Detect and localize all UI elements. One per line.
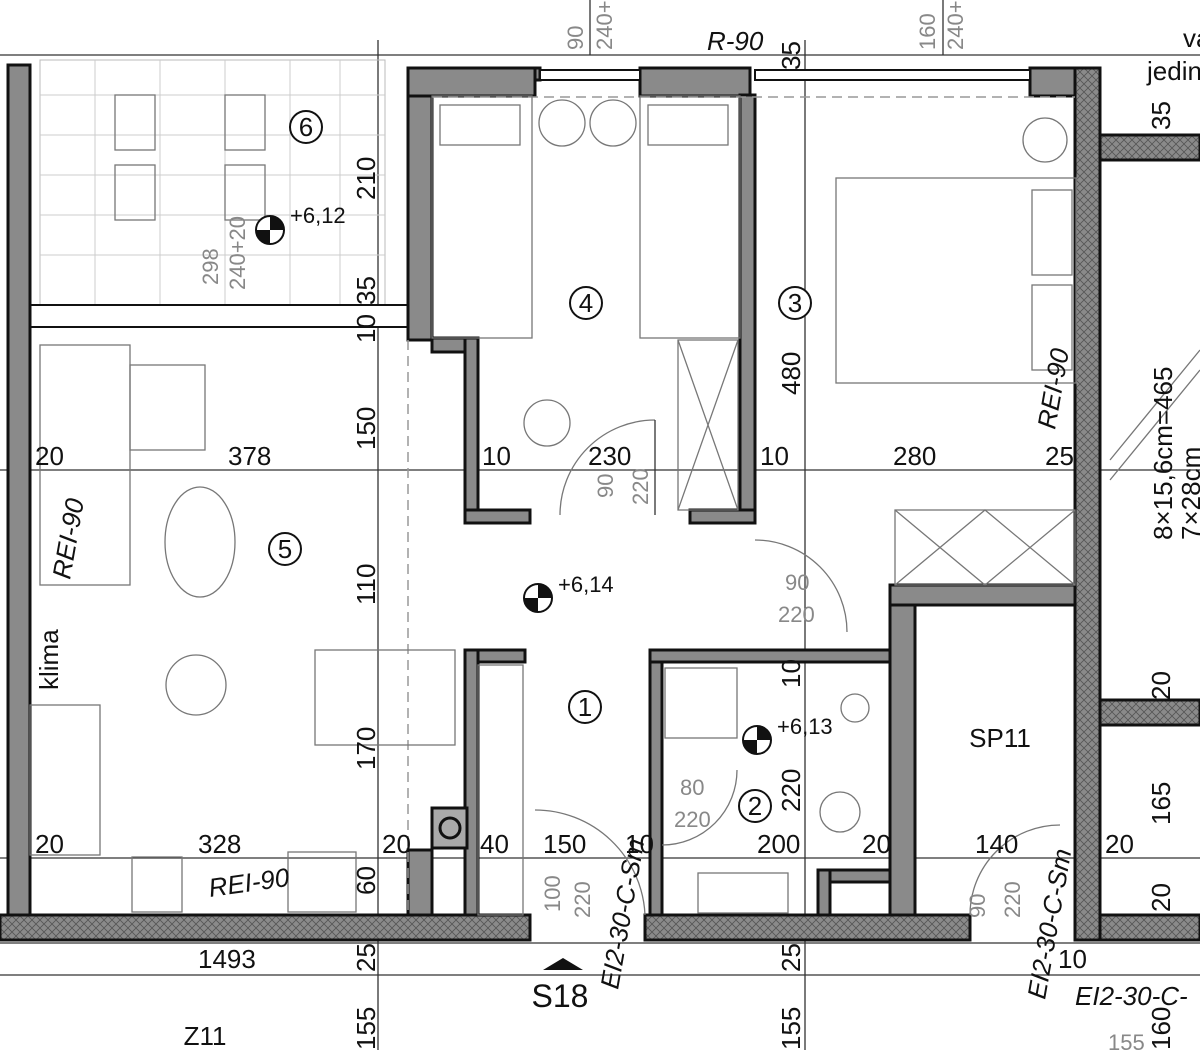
fire-rating-top: R-90 — [707, 26, 764, 56]
dimension-label: 1493 — [198, 944, 256, 974]
furniture — [29, 95, 1200, 916]
walls — [0, 63, 1200, 942]
dimension-label: 280 — [893, 441, 936, 471]
dimension-label: 20 — [1105, 829, 1134, 859]
dimension-label: 90 — [965, 894, 990, 918]
dimension-label: 240+20 — [225, 216, 250, 290]
dimension-label: 165 — [1146, 782, 1176, 825]
level-balcony: +6,12 — [290, 203, 346, 228]
fire-rating-living: REI-90 — [46, 496, 90, 581]
dimension-label: 35 — [1146, 101, 1176, 130]
dimension-label: 155 — [776, 1007, 806, 1050]
level-hall: +6,14 — [558, 572, 614, 597]
dimension-label: 220 — [776, 769, 806, 812]
dimension-label: 25 — [1045, 441, 1074, 471]
dimension-label: 160 — [1146, 1007, 1176, 1050]
dimension-label: 160 — [915, 13, 940, 50]
door-rating-storage: EI2-30-C-Sm — [1021, 846, 1077, 1001]
fire-rating-kitchen: REI-90 — [207, 862, 292, 903]
storage-label: SP11 — [969, 723, 1031, 753]
door-rating-stair: EI2-30-C- — [1075, 981, 1188, 1011]
dimension-label: 40 — [480, 829, 509, 859]
windows — [407, 69, 1075, 915]
level-bath: +6,13 — [777, 714, 833, 739]
dimension-label: 155 — [1108, 1030, 1145, 1050]
dimension-label: 20 — [35, 441, 64, 471]
dimension-label: 150 — [351, 407, 381, 450]
va-label: va — [1183, 23, 1200, 53]
dimension-label: 25 — [351, 943, 381, 972]
dimension-label: 35 — [776, 41, 806, 70]
stair-annotation-2: 7×28cm — [1176, 447, 1200, 540]
dimension-label: 230 — [588, 441, 631, 471]
room-5-number: 5 — [278, 534, 292, 564]
dimension-label: 20 — [1146, 883, 1176, 912]
dimension-label: 298 — [198, 248, 223, 285]
dimension-label: 90 — [563, 26, 588, 50]
dimension-label: 100 — [540, 875, 565, 912]
dimension-label: 480 — [776, 352, 806, 395]
stair-annotation-1: 8×15,6cm=465 — [1148, 367, 1178, 540]
dimension-label: 220 — [674, 807, 711, 832]
room-6-number: 6 — [299, 112, 313, 142]
dimension-label: 240+ — [943, 0, 968, 50]
dimension-label: 20 — [862, 829, 891, 859]
dimension-label: 90 — [785, 570, 809, 595]
klima-label: klima — [34, 629, 64, 690]
section-label: S18 — [532, 978, 589, 1014]
balcony-tiles — [29, 59, 409, 328]
dimension-label: 20 — [35, 829, 64, 859]
fire-rating-bedroom: REI-90 — [1031, 346, 1075, 431]
dimension-label: 240+ — [592, 0, 617, 50]
dimension-label: 10 — [351, 314, 381, 343]
dimension-label: 378 — [228, 441, 271, 471]
door-rating-entrance: EI2-30-C-Sm — [594, 836, 650, 991]
dimension-label: 35 — [351, 276, 381, 305]
dimension-label: 170 — [351, 727, 381, 770]
dimension-label: 210 — [351, 157, 381, 200]
jedin-label: jedin — [1146, 56, 1200, 86]
fire-ratings: REI-90 REI-90 REI-90 R-90 EI2-30-C-Sm EI… — [34, 23, 1200, 1011]
dimension-label: 60 — [351, 866, 381, 895]
level-markers: +6,12 +6,14 +6,13 — [255, 203, 833, 755]
dimension-texts: 90 240+ 160 240+ 35 35 210 298 240+20 20… — [35, 0, 1176, 1050]
dimension-label: 328 — [198, 829, 241, 859]
room-2-number: 2 — [748, 791, 762, 821]
room-1-number: 1 — [578, 692, 592, 722]
dimension-label: 20 — [382, 829, 411, 859]
dimension-label: 80 — [680, 775, 704, 800]
room-4-number: 4 — [579, 288, 593, 318]
room-labels: 6 4 3 5 1 2 SP11 Z11 S18 — [184, 110, 1031, 1050]
dimension-label: 110 — [351, 564, 381, 605]
dimension-label: 220 — [628, 468, 653, 505]
dimension-label: 10 — [1058, 944, 1087, 974]
dimension-label: 150 — [543, 829, 586, 859]
dimension-label: 10 — [482, 441, 511, 471]
dimension-label: 220 — [778, 602, 815, 627]
dimension-label: 25 — [776, 943, 806, 972]
dimension-label: 220 — [570, 881, 595, 918]
dimension-label: 140 — [975, 829, 1018, 859]
dimension-label: 10 — [776, 659, 806, 688]
dimension-label: 90 — [593, 474, 618, 498]
dimension-label: 20 — [1146, 671, 1176, 700]
room-3-number: 3 — [788, 288, 802, 318]
dimension-label: 155 — [351, 1007, 381, 1050]
dimension-label: 10 — [760, 441, 789, 471]
dimension-label: 10 — [625, 829, 654, 859]
dimension-label: 220 — [1000, 881, 1025, 918]
doors — [534, 419, 1061, 916]
zone-label: Z11 — [184, 1021, 227, 1050]
dimension-label: 200 — [757, 829, 800, 859]
